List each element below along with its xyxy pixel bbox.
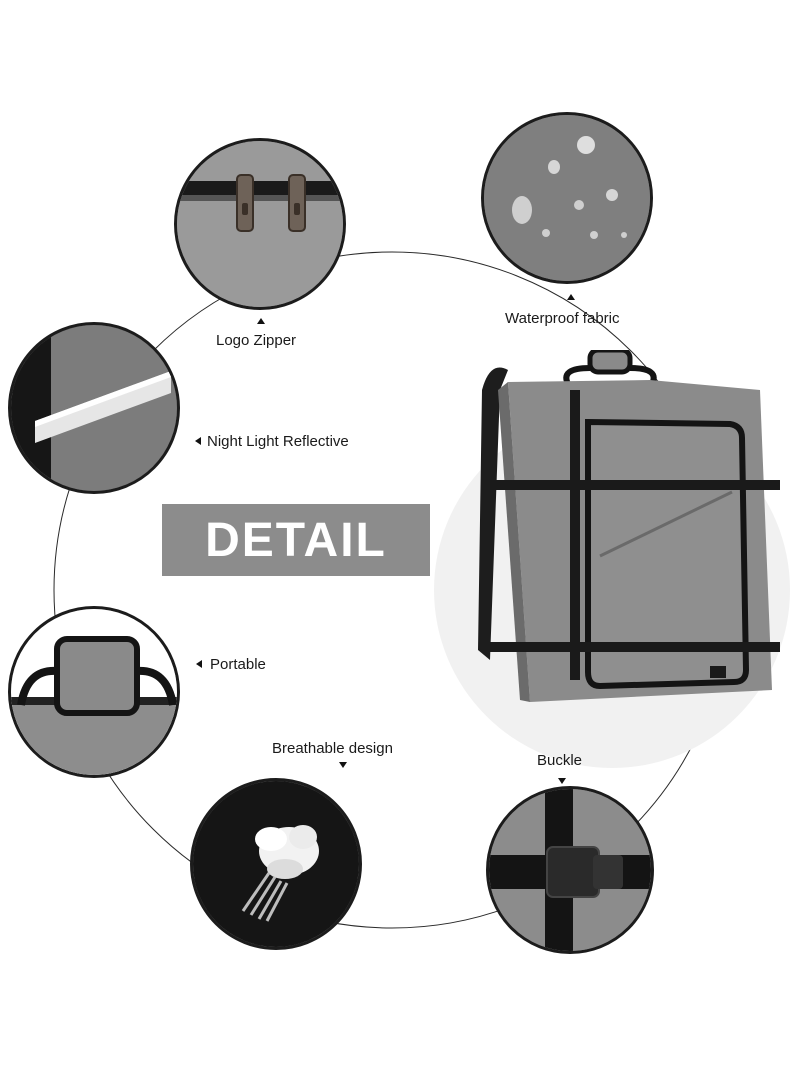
triangle-left-icon bbox=[195, 437, 201, 445]
breathable-mesh-photo bbox=[190, 778, 362, 950]
triangle-up-icon bbox=[567, 294, 575, 300]
triangle-left-icon bbox=[196, 660, 202, 668]
buckle-photo bbox=[486, 786, 654, 954]
waterproof-label: Waterproof fabric bbox=[505, 310, 620, 327]
breathable-label: Breathable design bbox=[272, 740, 393, 757]
triangle-up-icon bbox=[257, 318, 265, 324]
reflective-label: Night Light Reflective bbox=[207, 433, 349, 450]
triangle-down-icon bbox=[558, 778, 566, 784]
detail-banner: DETAIL bbox=[162, 504, 430, 576]
portable-label: Portable bbox=[210, 656, 266, 673]
logo-zipper-photo bbox=[174, 138, 346, 310]
logo-zipper-label: Logo Zipper bbox=[216, 332, 297, 349]
buckle-label: Buckle bbox=[537, 752, 583, 769]
triangle-down-icon bbox=[339, 762, 347, 768]
waterproof-photo bbox=[481, 112, 653, 284]
reflective-strip-photo bbox=[8, 322, 180, 494]
portable-handle-photo bbox=[8, 606, 180, 778]
backpack-product-image bbox=[478, 350, 780, 702]
